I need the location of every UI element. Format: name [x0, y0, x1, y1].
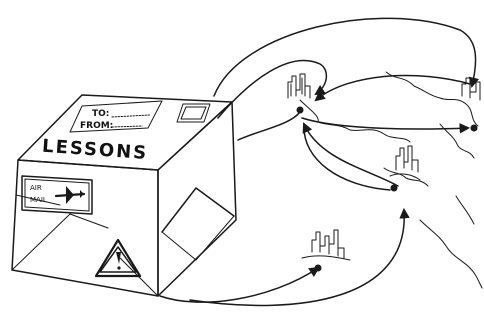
delivery-arrows	[160, 18, 476, 305]
airmail-line2: MAIL	[30, 196, 47, 204]
city-south	[302, 230, 350, 272]
city-north-marker	[297, 107, 304, 114]
city-middle	[390, 146, 420, 192]
warning-icon	[96, 240, 140, 276]
package-right-face	[158, 102, 236, 296]
coastlines	[300, 72, 482, 288]
city-east-marker	[471, 125, 478, 132]
stamp-icon	[177, 104, 210, 122]
airmail-line1: AIR	[30, 184, 42, 192]
lessons-package: TO: FROM: LESSONS AIR MAIL	[12, 95, 236, 296]
label-to: TO:	[92, 109, 109, 119]
address-label: TO: FROM:	[70, 101, 162, 132]
arrow-to-middle-city	[238, 112, 300, 140]
arrow-to-south-city	[160, 268, 318, 302]
airplane-icon	[56, 186, 84, 204]
arrow-to-mideast-city	[190, 210, 404, 305]
city-south-marker	[315, 265, 322, 272]
label-from: FROM:	[80, 121, 113, 131]
city-north	[288, 74, 310, 114]
city-middle-marker	[391, 185, 398, 192]
airmail-sticker: AIR MAIL	[22, 176, 92, 214]
package-title: LESSONS	[41, 136, 148, 164]
city-east	[462, 78, 480, 132]
